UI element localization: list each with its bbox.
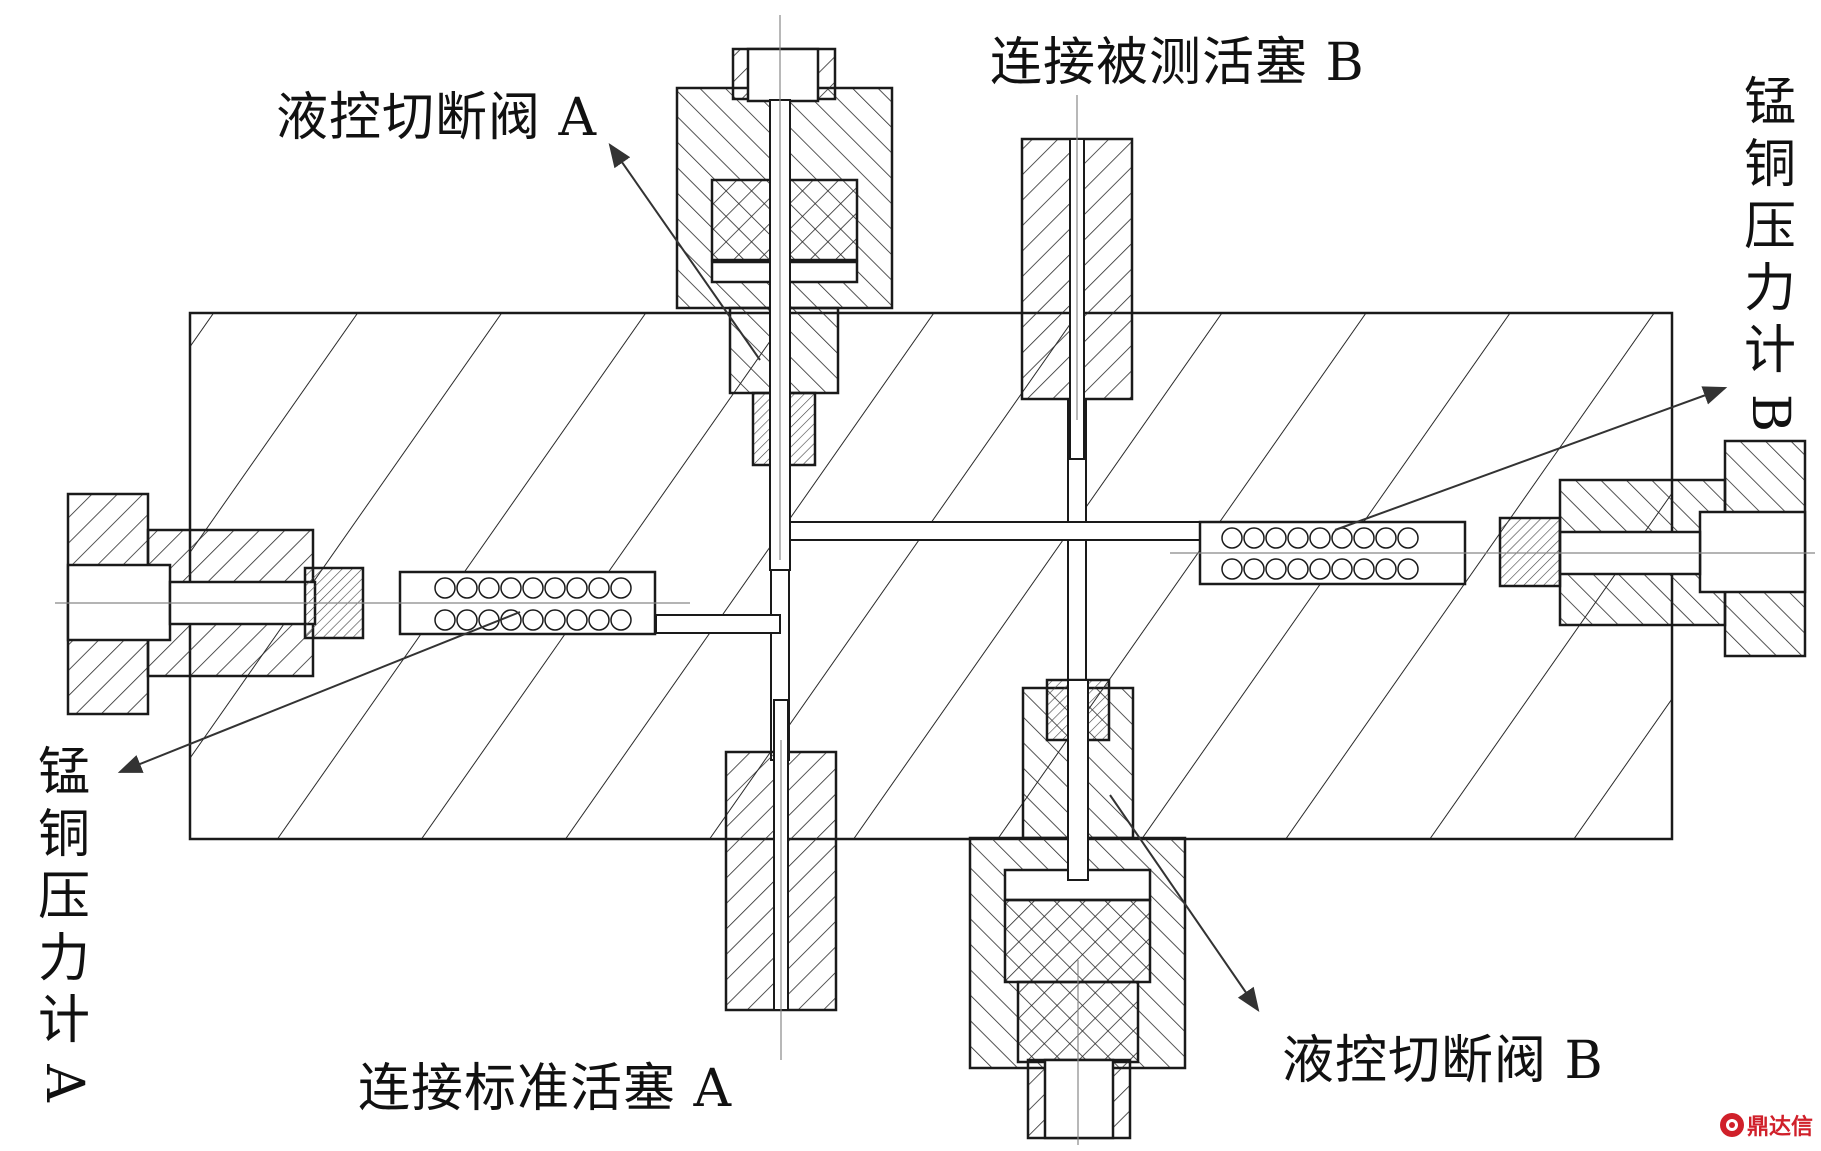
manganin-gauge-a [55, 492, 690, 716]
leader-gauge-b [1334, 386, 1728, 531]
label-piston-a: 连接标准活塞 A [358, 1059, 733, 1119]
label-piston-b: 连接被测活塞 B [990, 33, 1365, 93]
test-piston-b-connector [1020, 95, 1134, 460]
label-valve-a: 液控切断阀 A [276, 88, 598, 148]
leader-arrows [117, 143, 1728, 1012]
watermark-logo: 鼎达信 [1719, 1109, 1813, 1141]
hydraulic-shutoff-valve-a [675, 15, 894, 571]
manganin-gauge-b [1170, 439, 1815, 658]
standard-piston-a-connector [724, 699, 838, 1060]
watermark-text: 鼎达信 [1746, 1115, 1813, 1140]
label-gauge-b: 锰铜压力计 B [1740, 72, 1800, 444]
label-gauge-a: 锰铜压力计 A [34, 742, 94, 1114]
hydraulic-shutoff-valve-b [968, 678, 1187, 1145]
label-gauge-b-text: 锰铜压力计 [1743, 73, 1796, 381]
leader-gauge-a [117, 611, 521, 773]
label-gauge-a-text: 锰铜压力计 [37, 743, 90, 1051]
leader-valve-a [608, 143, 761, 361]
label-gauge-a-letter: A [34, 1064, 94, 1102]
leader-valve-b [1109, 794, 1260, 1012]
gauge-b-coil [1221, 527, 1419, 580]
label-gauge-b-letter: B [1740, 393, 1800, 433]
label-valve-b: 液控切断阀 B [1282, 1031, 1604, 1091]
dingdaxin-logo-icon [1719, 1113, 1744, 1137]
gauge-a-coil [434, 577, 632, 631]
